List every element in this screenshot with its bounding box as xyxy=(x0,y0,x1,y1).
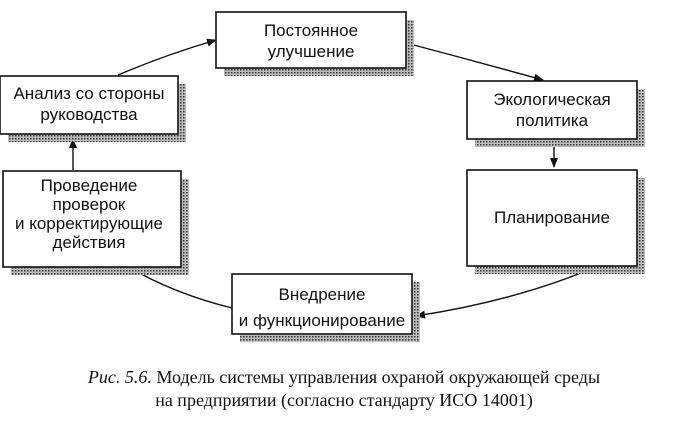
node-label: действия xyxy=(53,233,126,252)
node-checking-corrective-action: Проведение проверок и корректирующие дей… xyxy=(2,170,189,275)
node-label: Экологическая xyxy=(493,90,610,109)
node-planning: Планирование xyxy=(466,169,645,274)
node-box xyxy=(231,273,413,335)
node-environmental-policy: Экологическая политика xyxy=(466,80,645,147)
node-management-review: Анализ со стороны руководства xyxy=(0,75,186,142)
node-box xyxy=(466,80,638,140)
node-label: Проведение xyxy=(41,176,138,195)
caption-text: Модель системы управления охраной окружа… xyxy=(156,367,601,387)
node-label: руководства xyxy=(40,105,138,124)
arrow-improvement-to-policy xyxy=(409,43,544,82)
node-implementation: Внедрение и функционирование xyxy=(231,273,420,342)
caption-label: Рис. 5.6. xyxy=(87,367,152,387)
node-label: Постоянное xyxy=(264,21,358,40)
node-continuous-improvement: Постоянное улучшение xyxy=(215,11,414,76)
node-box xyxy=(0,75,179,135)
node-box xyxy=(2,170,182,268)
node-label: проверок xyxy=(53,195,126,214)
node-label: Анализ со стороны xyxy=(13,84,164,103)
node-label: улучшение xyxy=(268,42,355,61)
node-box xyxy=(215,11,407,69)
node-box xyxy=(466,169,638,267)
caption-line-2: на предприятии (согласно стандарту ИСО 1… xyxy=(155,390,533,410)
caption-line-1: Рис. 5.6. Модель системы управления охра… xyxy=(0,366,688,389)
node-label: и функционирование xyxy=(239,311,405,330)
arrow-review-to-improvement xyxy=(117,38,217,76)
node-label: политика xyxy=(516,111,589,130)
node-label: Внедрение xyxy=(279,285,366,304)
node-label: и корректирующие xyxy=(15,214,163,233)
node-label: Планирование xyxy=(494,208,610,227)
figure-caption: Рис. 5.6. Модель системы управления охра… xyxy=(0,366,688,412)
